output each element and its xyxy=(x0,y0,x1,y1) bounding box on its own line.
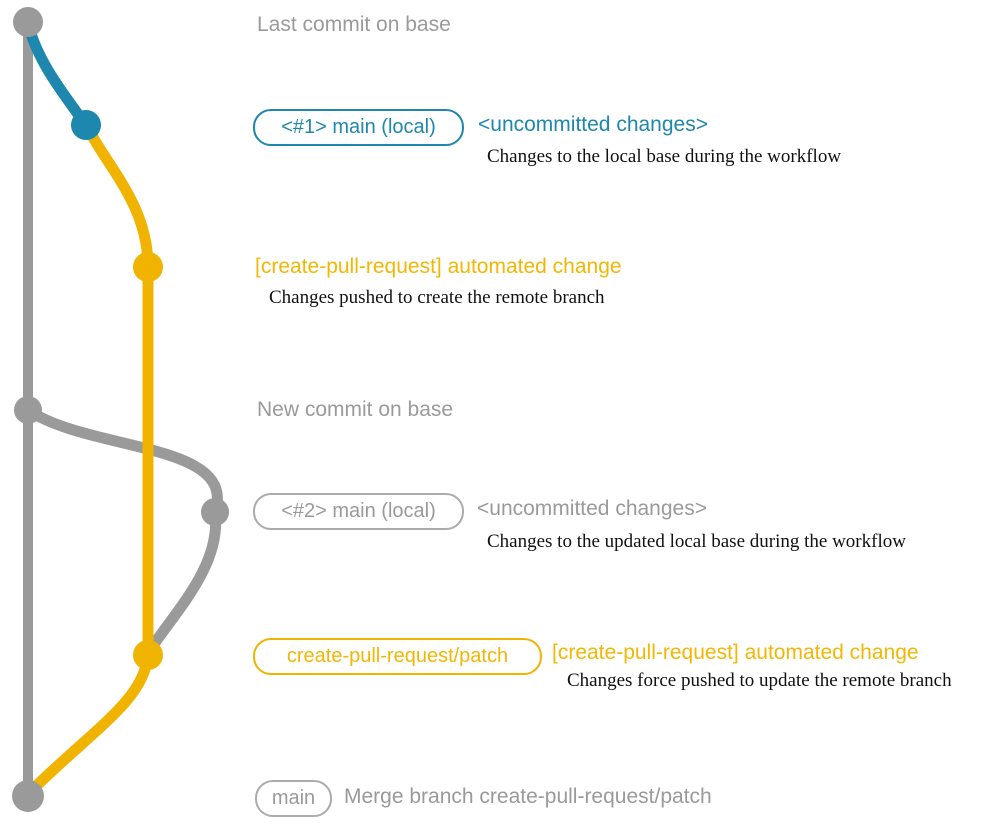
branch-badge-patch-label: create-pull-request/patch xyxy=(286,645,509,667)
commit-dot-automated-change-1 xyxy=(133,252,163,282)
description-local-base: Changes to the local base during the wor… xyxy=(487,146,842,167)
branch-badge-main: main xyxy=(255,780,332,817)
branch-badge-main-local-1-label: <#1> main (local) xyxy=(281,116,436,138)
commit-graph xyxy=(12,7,229,812)
commit-dot-new-base xyxy=(14,396,42,424)
last-commit-label: Last commit on base xyxy=(257,13,451,36)
uncommitted-changes-2-label: <uncommitted changes> xyxy=(477,497,707,520)
rebase-out-edge xyxy=(22,404,223,518)
commit-dot-automated-change-2 xyxy=(133,640,163,670)
automated-change-2-label: [create-pull-request] automated change xyxy=(552,641,919,664)
commit-dot-last-base xyxy=(13,7,43,37)
description-updated-local-base: Changes to the updated local base during… xyxy=(487,531,906,552)
new-commit-label: New commit on base xyxy=(257,398,454,421)
branch-badge-main-local-2-label: <#2> main (local) xyxy=(281,500,436,522)
local-main-edge xyxy=(22,18,92,131)
branch-badge-main-local-1: <#1> main (local) xyxy=(253,109,464,146)
uncommitted-changes-1-label: <uncommitted changes> xyxy=(478,113,708,136)
commit-dot-merge xyxy=(12,780,44,812)
branch-badge-main-label: main xyxy=(271,787,316,809)
rebase-in-edge xyxy=(144,506,222,656)
commit-dot-local-main-1 xyxy=(71,110,101,140)
branch-badge-patch: create-pull-request/patch xyxy=(253,638,542,675)
patch-branch-line xyxy=(24,119,154,798)
commit-dot-local-main-2 xyxy=(201,498,229,526)
description-force-pushed: Changes force pushed to update the remot… xyxy=(567,670,952,691)
automated-change-1-label: [create-pull-request] automated change xyxy=(255,255,622,278)
branch-badge-main-local-2: <#2> main (local) xyxy=(253,493,464,530)
description-pushed-create: Changes pushed to create the remote bran… xyxy=(269,287,605,308)
merge-commit-label: Merge branch create-pull-request/patch xyxy=(344,785,712,808)
